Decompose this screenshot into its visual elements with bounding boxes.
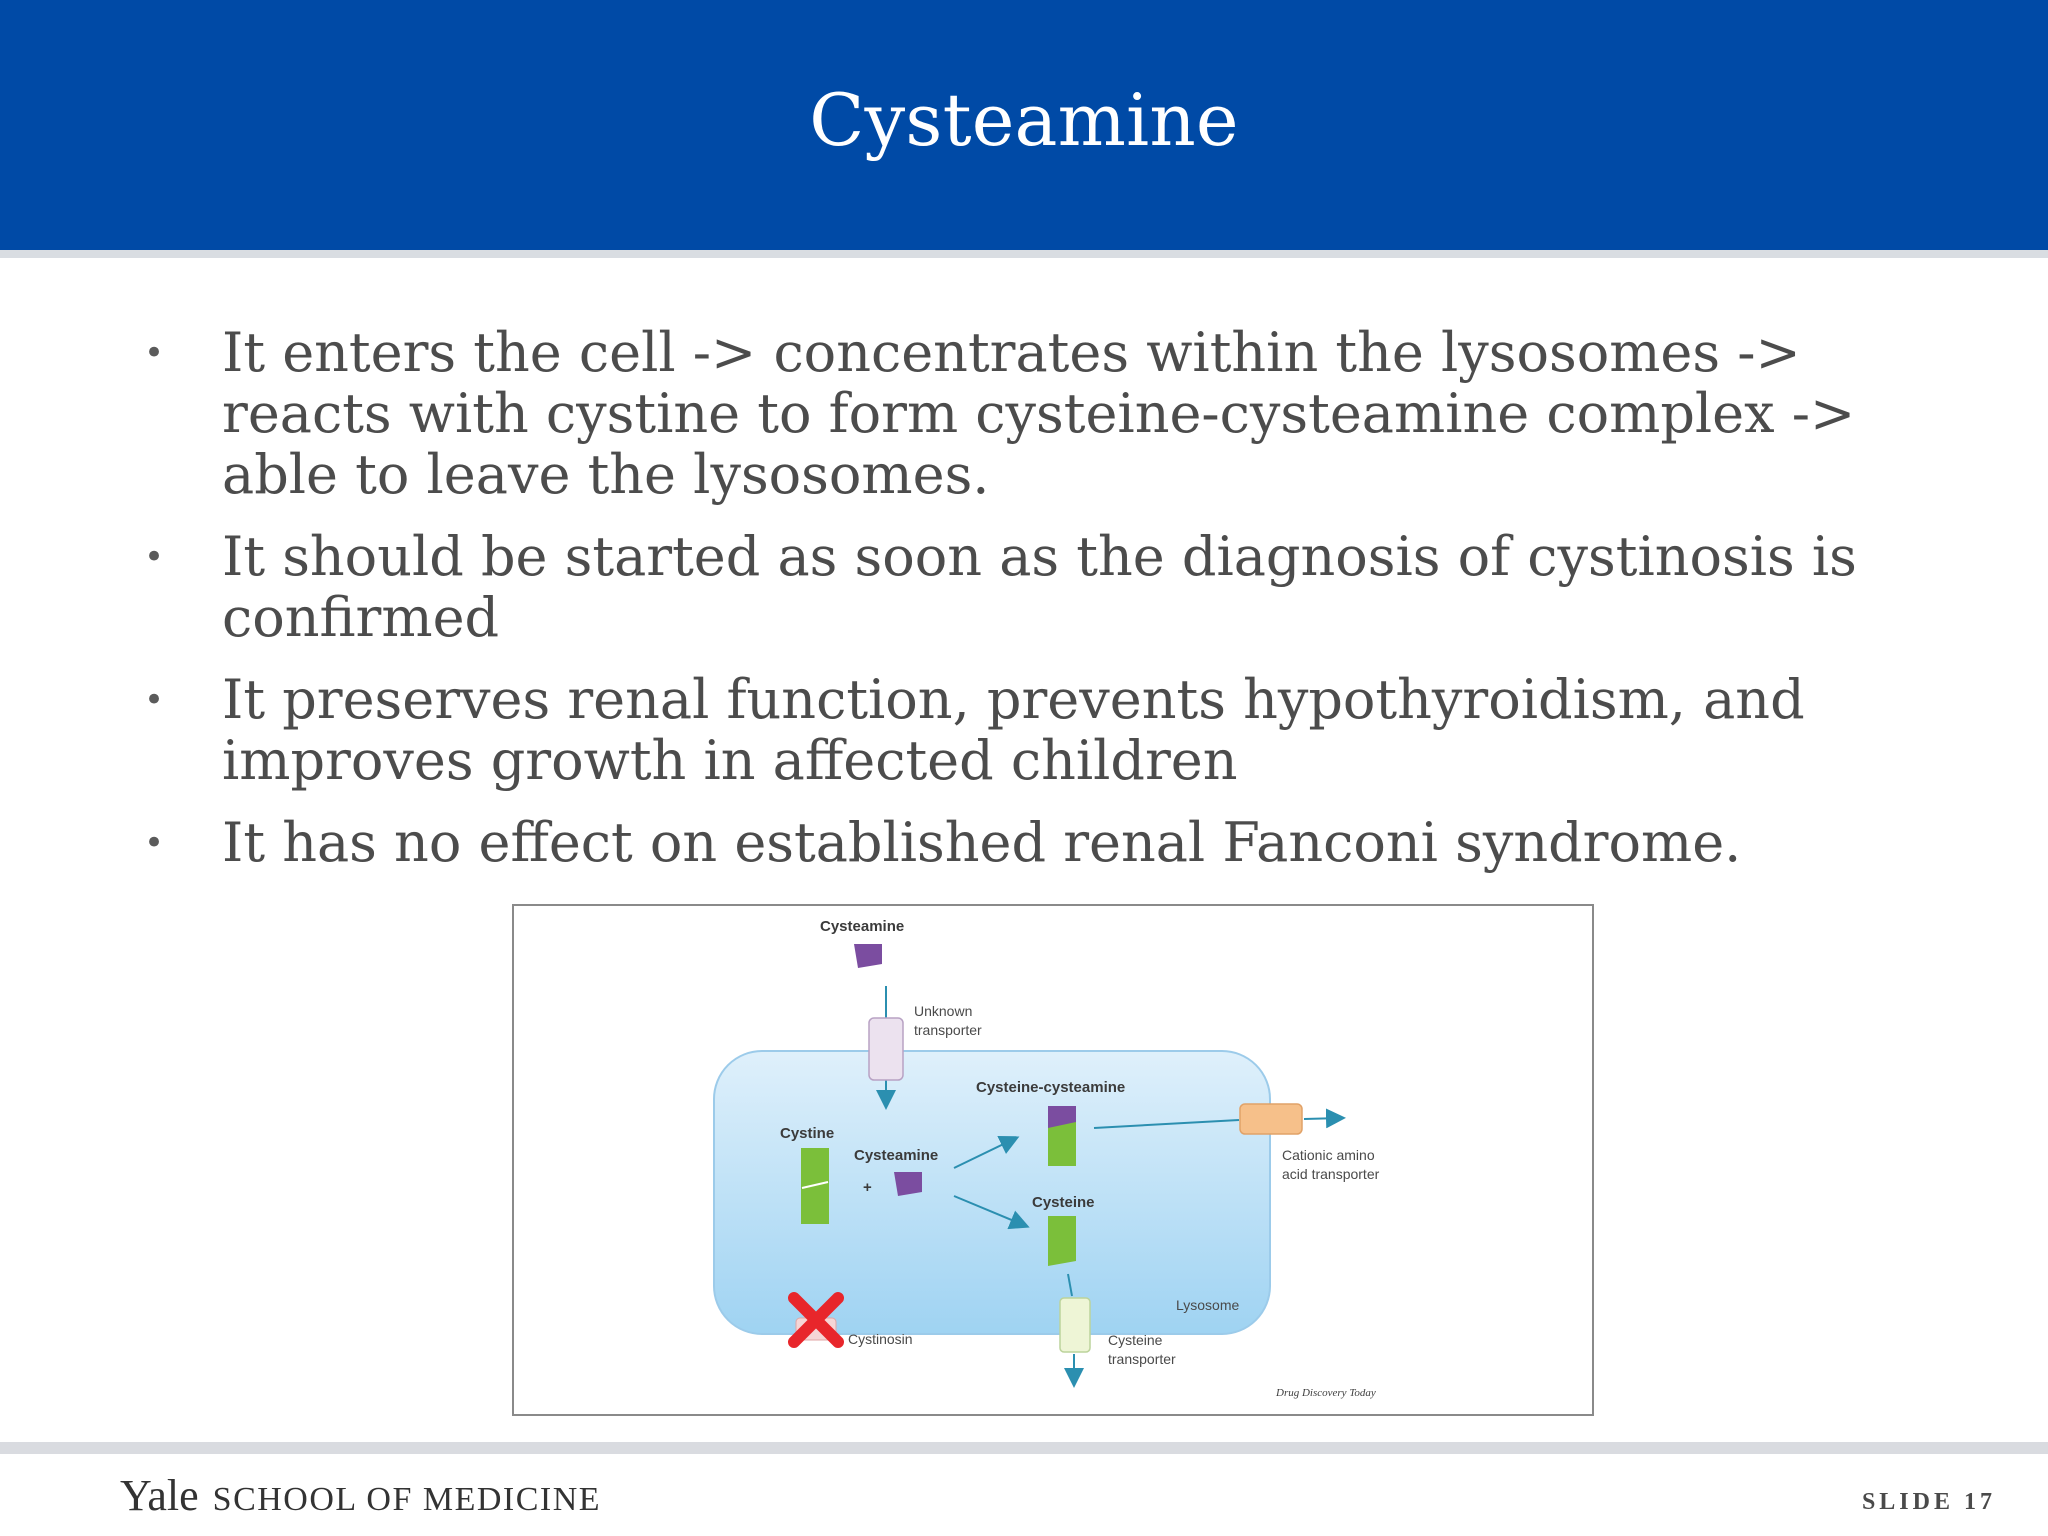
cysteine-transporter-block	[1059, 1297, 1091, 1353]
cationic-transporter-label-2: acid transporter	[1282, 1166, 1380, 1182]
bullet-icon: •	[144, 333, 165, 373]
footer-rule	[0, 1442, 2048, 1454]
bullet-item: • It preserves renal function, prevents …	[140, 669, 1960, 791]
complex-purple-cap	[1048, 1106, 1076, 1128]
cationic-export-arrow	[1303, 1108, 1346, 1129]
bullet-text: It has no effect on established renal Fa…	[222, 811, 1742, 874]
bullet-item: • It enters the cell -> concentrates wit…	[140, 322, 1960, 505]
cystine-label: Cystine	[780, 1125, 834, 1142]
cysteamine-inside-block	[894, 1172, 922, 1196]
plus-sign: +	[863, 1179, 872, 1196]
bullet-icon: •	[144, 537, 165, 577]
cystine-bond-line	[801, 1181, 829, 1189]
cystinosin-blocked-x-icon	[788, 1292, 844, 1348]
cysteamine-mechanism-diagram: Cysteamine Unknown transporter Cystine C…	[512, 904, 1594, 1416]
diagram-credit: Drug Discovery Today	[1275, 1387, 1376, 1399]
slide-number: SLIDE 17	[1861, 1489, 1996, 1515]
bullet-icon: •	[144, 823, 165, 863]
cysteine-transporter-label-1: Cysteine	[1108, 1332, 1163, 1348]
cysteine-block	[1048, 1216, 1076, 1266]
unknown-transporter-label-1: Unknown	[914, 1003, 972, 1019]
cystinosin-label: Cystinosin	[848, 1331, 913, 1347]
complex-label: Cysteine-cysteamine	[976, 1079, 1125, 1096]
bullet-item: • It should be started as soon as the di…	[140, 526, 1960, 648]
lysosome-body	[713, 1050, 1271, 1335]
slide-title: Cysteamine	[809, 78, 1239, 162]
yale-logo-school: SCHOOL OF MEDICINE	[212, 1481, 602, 1518]
bullet-item: • It has no effect on established renal …	[140, 812, 1960, 874]
bullet-icon: •	[144, 680, 165, 720]
yale-logo: Yale SCHOOL OF MEDICINE	[120, 1474, 601, 1524]
reaction-arrow-complex	[953, 1135, 1020, 1169]
cysteine-transport-line	[1067, 1273, 1073, 1297]
cysteamine-outside-label: Cysteamine	[820, 918, 904, 935]
export-line	[1093, 1119, 1240, 1129]
lysosome-label: Lysosome	[1176, 1297, 1240, 1313]
cysteine-transporter-label-2: transporter	[1108, 1351, 1176, 1367]
title-bar: Cysteamine	[0, 0, 2048, 258]
cationic-transporter-block	[1239, 1103, 1303, 1135]
unknown-transporter-block	[868, 1017, 904, 1081]
bullet-list: • It enters the cell -> concentrates wit…	[140, 322, 1960, 895]
diagram-canvas: Cysteamine Unknown transporter Cystine C…	[713, 918, 1380, 1399]
yale-logo-word: Yale	[120, 1471, 199, 1520]
cationic-transporter-label-1: Cationic amino	[1282, 1147, 1375, 1163]
unknown-transporter-label-2: transporter	[914, 1022, 982, 1038]
bullet-text: It preserves renal function, prevents hy…	[222, 668, 1805, 792]
cysteamine-inside-label: Cysteamine	[854, 1147, 938, 1164]
bullet-text: It enters the cell -> concentrates withi…	[222, 321, 1856, 506]
cysteine-label: Cysteine	[1032, 1194, 1095, 1211]
cysteamine-outside-block	[854, 944, 882, 968]
bullet-text: It should be started as soon as the diag…	[222, 525, 1857, 649]
reaction-arrow-cysteine	[953, 1195, 1030, 1230]
